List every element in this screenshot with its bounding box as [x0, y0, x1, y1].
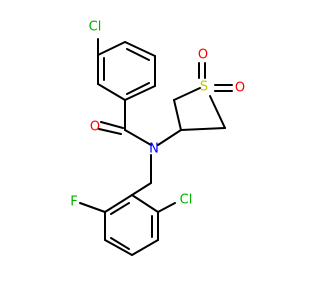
sulfur-atom-label: S [200, 80, 208, 95]
bond [104, 194, 133, 213]
bond [97, 83, 126, 101]
sulfolane-ring [157, 62, 233, 146]
bond-carbonyl-double [98, 128, 122, 135]
molecule-canvas: Cl O N S O O F Cl [70, 19, 246, 256]
bond [124, 85, 156, 101]
bond [124, 41, 156, 57]
oxygen-atom-label: O [90, 120, 100, 135]
bond [104, 239, 133, 256]
chlorobenzene-ring-top [97, 38, 156, 101]
bond-carbonyl-double [100, 121, 124, 129]
chlorine-atom-label: Cl [89, 20, 102, 35]
oxygen-atom-label: O [235, 81, 245, 96]
bond [131, 182, 152, 196]
amide-group [98, 99, 152, 146]
bond-double-inner [126, 48, 150, 61]
nitrogen-atom-label: N [149, 142, 159, 157]
bond [173, 99, 182, 131]
bond [131, 239, 159, 256]
oxygen-atom-label: O [198, 48, 208, 63]
chlorofluorobenzene-ring [79, 194, 176, 256]
bond [173, 87, 201, 101]
bond [97, 41, 126, 56]
bond [131, 194, 159, 213]
bond-double-inner [126, 82, 150, 95]
bond-double-inner [110, 237, 130, 250]
molecule-structure: Cl O N S O O F Cl [70, 20, 245, 256]
bond [157, 129, 182, 146]
fluorine-atom-label: F [70, 195, 77, 210]
bond [157, 202, 176, 213]
bond-double-inner [110, 202, 130, 215]
bond [124, 129, 152, 146]
bond [209, 95, 226, 129]
bond [79, 202, 106, 213]
benzyl-link [131, 154, 152, 196]
chlorine-atom-label: Cl [180, 193, 193, 208]
bond [180, 127, 226, 131]
